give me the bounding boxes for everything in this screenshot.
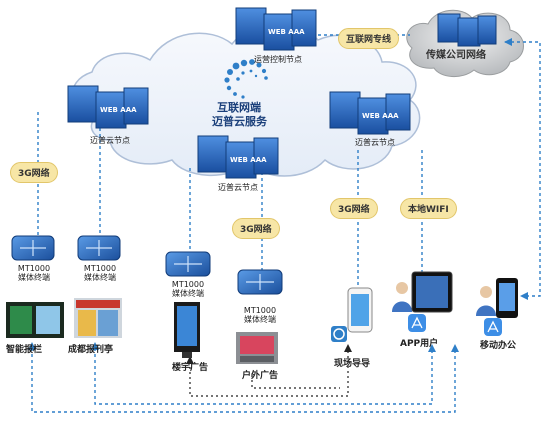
internet-cloud xyxy=(72,23,421,177)
ops-node-servers xyxy=(235,7,317,51)
local-wifi-badge: 本地WIFI xyxy=(400,198,457,219)
link-bottom-loop xyxy=(31,348,456,413)
cloud-node-right-label: 迈普云节点 xyxy=(355,138,395,147)
right-server-text: WEB AAA xyxy=(362,112,399,120)
iphone-icon xyxy=(496,278,518,318)
media-company-label: 传媒公司网络 xyxy=(426,50,486,61)
tablet-icon xyxy=(411,271,453,313)
net-3g-right-badge: 3G网络 xyxy=(330,198,378,219)
chengdu-kiosk-label: 成都报刊亭 xyxy=(68,345,114,355)
dotted-arrow-heads xyxy=(186,344,352,364)
arrow-up-guide xyxy=(344,344,352,352)
app-users-label: APP用户 xyxy=(400,339,439,349)
outdoor-ad-image xyxy=(236,332,278,364)
mt-terminal-4-icon xyxy=(237,269,283,295)
ops-node-label: 运营控制节点 xyxy=(254,55,302,64)
left-node-servers xyxy=(67,85,149,129)
smart-newsstand-label: 智能报栏 xyxy=(6,345,43,355)
arrow-up-app-left xyxy=(428,344,436,352)
cloud-subtitle: 迈普云服务 xyxy=(212,115,267,128)
building-ad-screen-image xyxy=(174,302,200,358)
left-server-text: WEB AAA xyxy=(100,106,137,114)
arrow-up-smart xyxy=(28,342,36,350)
arrow-up-building xyxy=(186,356,194,364)
dotted-links xyxy=(189,350,349,397)
arrow-up-kiosk xyxy=(91,342,99,350)
center-server-text: WEB AAA xyxy=(230,156,267,164)
arrow-left-media xyxy=(504,38,512,46)
center-node-servers xyxy=(197,135,279,179)
net-3g-center-badge: 3G网络 xyxy=(232,218,280,239)
appstore-icon-app xyxy=(408,314,426,332)
dashed-links xyxy=(31,34,541,413)
appstore-icon-mobile xyxy=(484,318,502,336)
link-bottom-kiosk xyxy=(94,348,433,405)
internet-line-badge: 互联网专线 xyxy=(338,28,400,49)
cloud-logo-icon xyxy=(224,59,268,99)
cloud-title: 互联网端 xyxy=(217,101,261,114)
link-outdoor-guide xyxy=(251,375,340,389)
mt-terminal-3-icon xyxy=(165,251,211,277)
smart-newsstand-image xyxy=(6,302,64,338)
building-ads-label: 楼宇广告 xyxy=(172,363,209,373)
cloud-node-center-label: 迈普云节点 xyxy=(218,183,258,192)
user-icon-app xyxy=(392,282,412,312)
chengdu-kiosk-image xyxy=(74,298,122,338)
link-building-guide xyxy=(189,350,349,397)
right-node-servers xyxy=(329,91,411,135)
mt-terminal-1-icon xyxy=(11,235,55,261)
mobile-office-label: 移动办公 xyxy=(480,341,517,351)
onsite-guide-label: 现场导导 xyxy=(334,359,371,369)
mt-terminal-2-icon xyxy=(77,235,121,261)
net-3g-left-badge: 3G网络 xyxy=(10,162,58,183)
user-icon-mobile xyxy=(476,286,496,316)
phone-icon xyxy=(347,287,373,333)
cloud-node-left-label: 迈普云节点 xyxy=(90,136,130,145)
outdoor-ads-label: 户外广告 xyxy=(242,371,279,381)
link-media-to-mobile xyxy=(505,41,541,297)
arrow-heads xyxy=(28,38,528,352)
arrow-up-app-right xyxy=(451,344,459,352)
arrow-left-mobile xyxy=(520,292,528,300)
media-servers xyxy=(437,13,497,47)
onsite-guide-app-icon xyxy=(331,326,347,342)
ops-server-text: WEB AAA xyxy=(268,28,305,36)
